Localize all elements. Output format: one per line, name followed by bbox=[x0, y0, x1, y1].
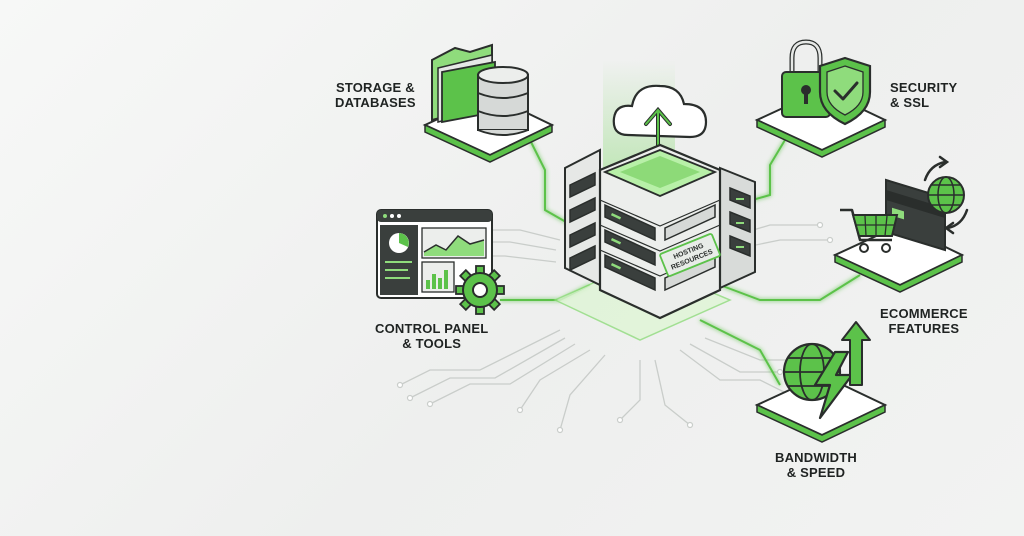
label-storage-line2: DATABASES bbox=[335, 95, 416, 110]
bandwidth-node bbox=[754, 321, 888, 443]
security-node bbox=[754, 39, 888, 158]
connector-storage bbox=[529, 139, 581, 231]
globe-icon bbox=[927, 176, 965, 214]
label-control: CONTROL PANEL & TOOLS bbox=[375, 321, 488, 351]
database-icon bbox=[477, 66, 529, 136]
shield-check-icon bbox=[818, 56, 872, 126]
refresh-arrows-icon bbox=[923, 155, 969, 235]
cloud-upload-icon bbox=[612, 84, 708, 152]
lightning-bolt-icon bbox=[813, 350, 854, 420]
label-bandwidth-line1: BANDWIDTH bbox=[775, 450, 857, 465]
connector-ecommerce bbox=[719, 274, 861, 301]
label-security: SECURITY & SSL bbox=[890, 80, 957, 110]
storage-node bbox=[422, 43, 555, 163]
label-storage-line1: STORAGE & bbox=[335, 80, 415, 95]
label-storage: STORAGE & DATABASES bbox=[335, 80, 416, 110]
label-bandwidth: BANDWIDTH & SPEED bbox=[775, 450, 857, 480]
gear-icon bbox=[455, 265, 505, 315]
shopping-cart-icon bbox=[840, 208, 899, 253]
label-ecommerce-line1: ECOMMERCE bbox=[880, 306, 968, 321]
server-rack-icon bbox=[553, 143, 756, 341]
label-control-line1: CONTROL PANEL bbox=[375, 321, 489, 336]
up-arrow-icon bbox=[841, 321, 871, 386]
label-control-line2: & TOOLS bbox=[402, 336, 462, 351]
dashboard-window-icon bbox=[376, 209, 493, 299]
label-bandwidth-line2: & SPEED bbox=[786, 465, 846, 480]
label-security-line1: SECURITY bbox=[890, 80, 958, 95]
padlock-icon bbox=[781, 39, 831, 118]
label-ecommerce-line2: FEATURES bbox=[888, 321, 960, 336]
connector-bandwidth bbox=[699, 319, 781, 386]
label-ecommerce: ECOMMERCE FEATURES bbox=[880, 306, 968, 336]
control-node bbox=[376, 209, 505, 315]
ecommerce-node bbox=[832, 155, 969, 293]
label-security-line2: & SSL bbox=[890, 95, 930, 110]
